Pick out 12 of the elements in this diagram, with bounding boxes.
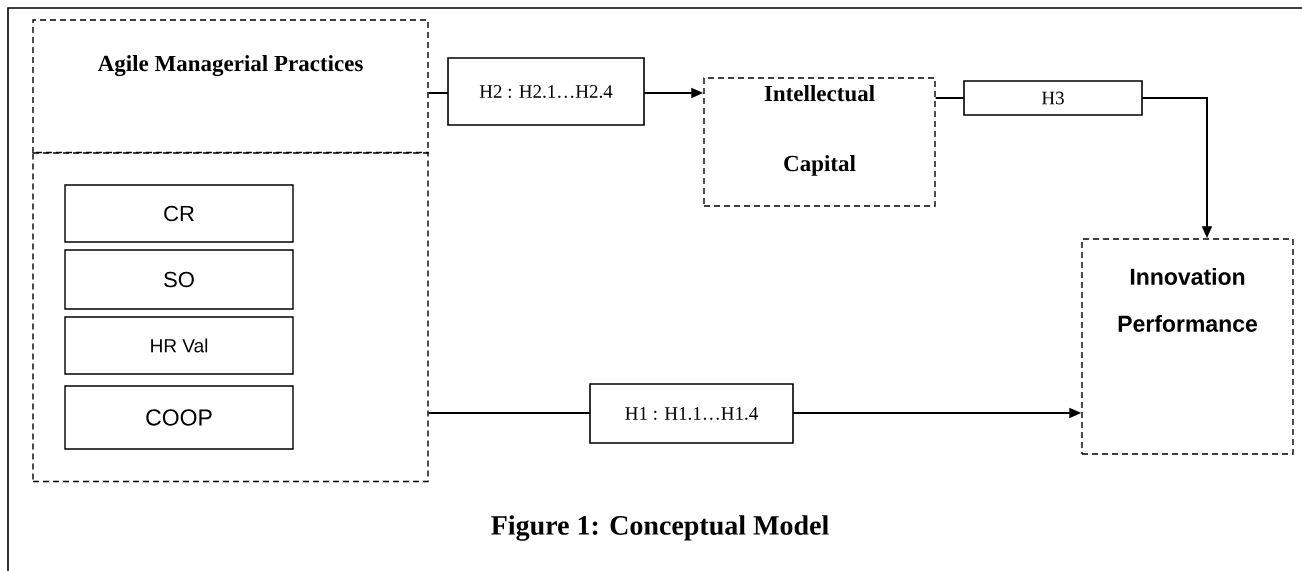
group-box: Agile Managerial Practices [32, 19, 429, 154]
variable-box: CR [64, 184, 294, 243]
variable-box: HR Val [64, 316, 294, 375]
construct-box: Innovation Performance [1081, 238, 1294, 455]
variable-box: SO [64, 249, 294, 310]
group-box [32, 151, 429, 483]
variable-box: COOP [64, 385, 294, 450]
edge-label: H2 : H2.1…H2.4 [447, 57, 645, 126]
figure-caption: Figure 1: Conceptual Model [491, 515, 829, 541]
edge-label: H3 [963, 80, 1143, 116]
edge-label: H1 : H1.1…H1.4 [589, 383, 794, 444]
construct-box: Intellectual Capital [703, 77, 936, 207]
